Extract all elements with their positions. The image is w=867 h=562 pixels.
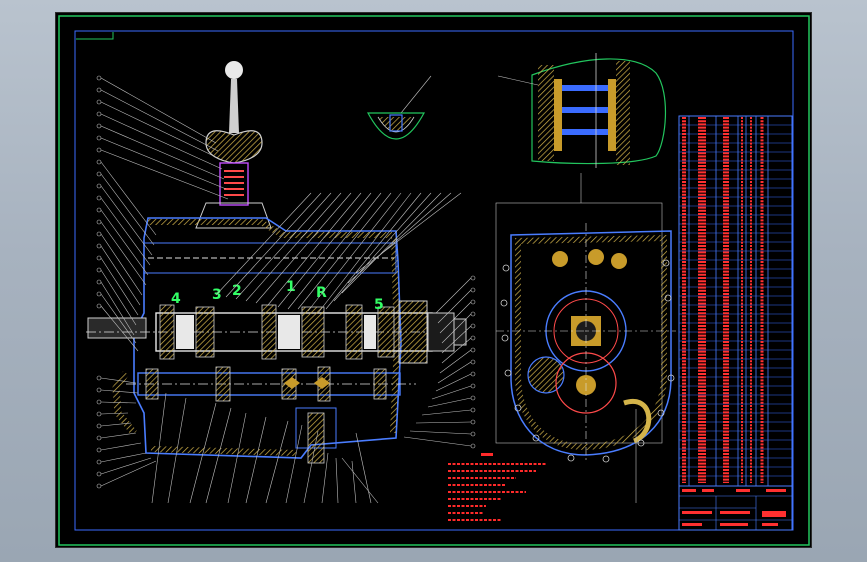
- input-shaft-stub: [87, 317, 147, 339]
- parts-list-table: [678, 115, 793, 487]
- gear-label-2: 2: [232, 283, 242, 299]
- gear-label-5: 5: [374, 297, 384, 313]
- shift-lever-knob: [225, 61, 243, 79]
- gear-label-1: 1: [286, 279, 296, 295]
- detail-view-bowl: [366, 75, 432, 140]
- gear-label-3: 3: [212, 287, 222, 303]
- callout-leader-lines: [100, 77, 472, 504]
- gearbox-housing-outline: [133, 217, 402, 459]
- title-block: [678, 485, 793, 531]
- shift-lever-rod: [229, 79, 239, 133]
- gear-label-r: R: [316, 285, 327, 301]
- gear-label-4: 4: [171, 291, 181, 307]
- lever-spring-tower: [219, 162, 249, 206]
- technical-requirements-notes: [448, 453, 546, 521]
- cad-drawing-canvas: 4 3 2 1 R 5: [58, 15, 810, 546]
- output-flange: [398, 300, 428, 364]
- inner-border-frame: [74, 30, 794, 531]
- outer-border-frame: [58, 15, 810, 546]
- detail-view-gear-cross-section: [497, 53, 666, 168]
- corner-code-box: [76, 32, 114, 40]
- lever-boot-housing: [205, 130, 263, 164]
- cad-drawing-viewport[interactable]: 4 3 2 1 R 5: [55, 12, 812, 548]
- gearbox-end-view: [495, 173, 676, 503]
- gearbox-section-view: 4 3 2 1 R 5: [86, 61, 467, 464]
